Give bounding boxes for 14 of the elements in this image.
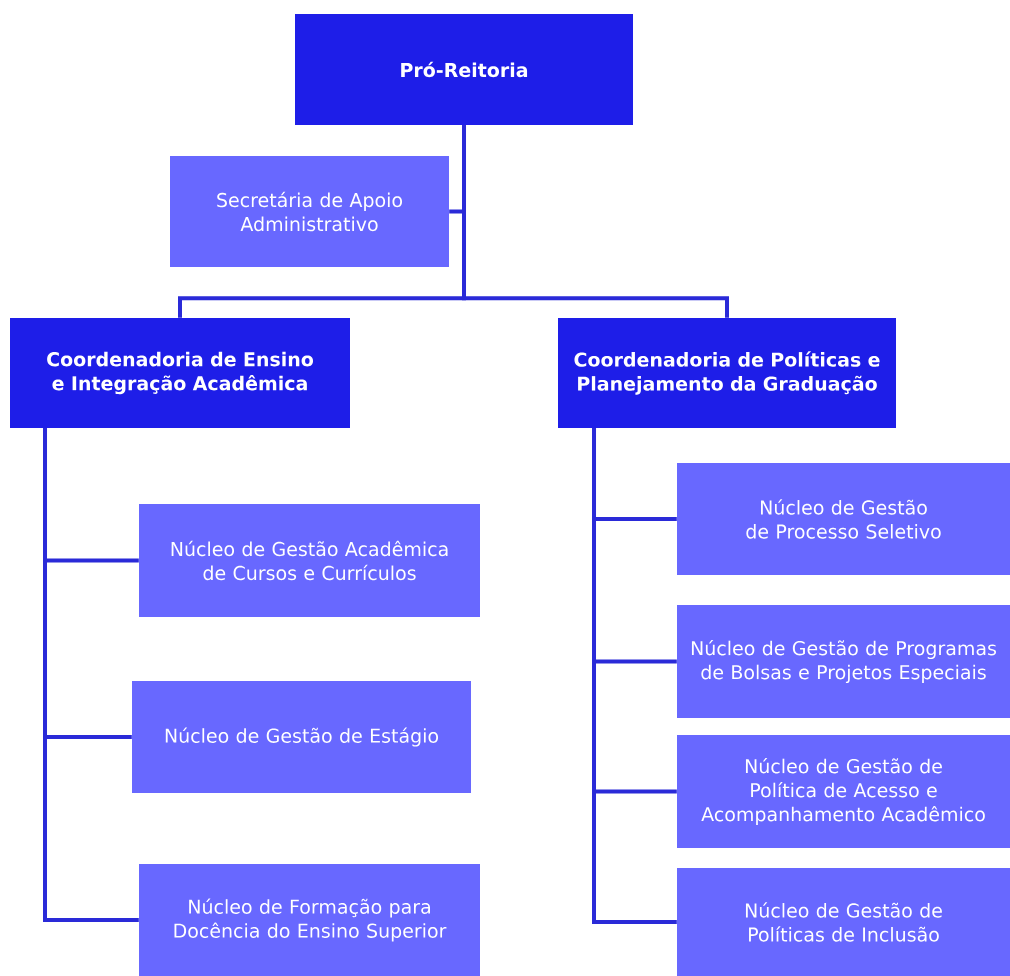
heading-box: Coordenadoria de Ensino e Integração Acadêmica <box>10 318 350 428</box>
connector-line <box>592 428 677 924</box>
connector-line <box>43 428 139 922</box>
unit-box: Núcleo de Gestão de Estágio <box>132 681 471 793</box>
unit-box: Núcleo de Gestão de Processo Seletivo <box>677 463 1010 575</box>
unit-box: Núcleo de Gestão de Programas de Bolsas e Projetos Especiais <box>677 605 1010 718</box>
unit-box: Secretária de Apoio Administrativo <box>170 156 449 267</box>
heading-box: Coordenadoria de Políticas e Planejamento da Graduação <box>558 318 896 428</box>
heading-box: Pró-Reitoria <box>295 14 633 125</box>
connector-line <box>462 125 729 318</box>
unit-box: Núcleo de Formação para Docência do Ensino Superior <box>139 864 480 976</box>
unit-box: Núcleo de Gestão Acadêmica de Cursos e Currículos <box>139 504 480 617</box>
unit-box: Núcleo de Gestão de Política de Acesso e Acompanhamento Acadêmico <box>677 735 1010 848</box>
unit-box: Núcleo de Gestão de Políticas de Inclusão <box>677 868 1010 976</box>
